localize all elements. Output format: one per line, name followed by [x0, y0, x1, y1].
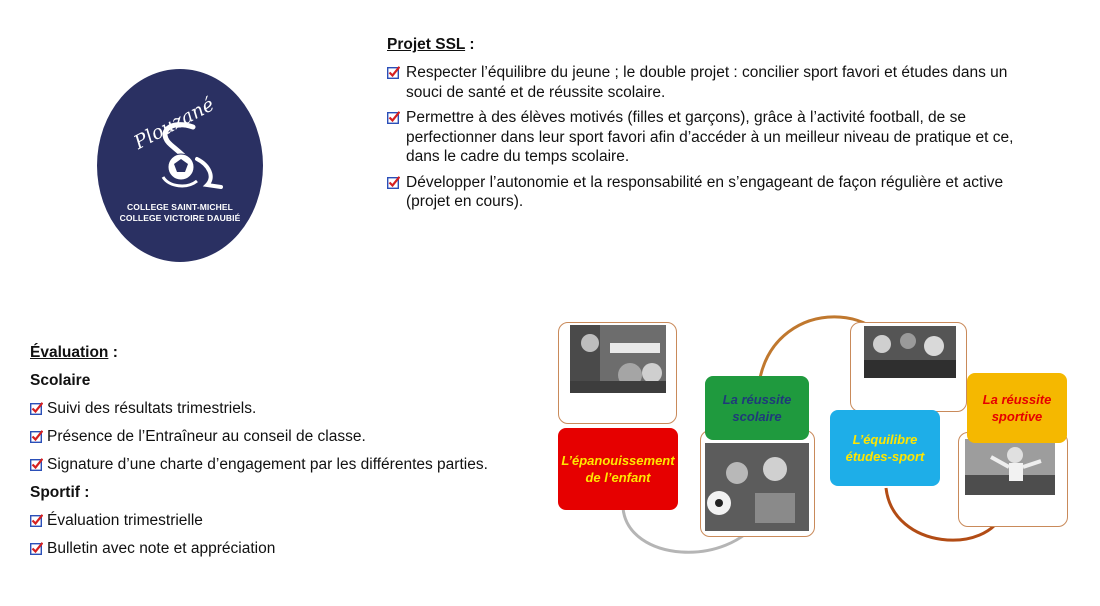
checked-box-icon [30, 430, 43, 443]
projet-bullet-text: Permettre à des élèves motivés (filles e… [406, 109, 1014, 165]
projet-title: Projet SSL : [387, 36, 475, 54]
scolaire-item: Suivi des résultats trimestriels. [30, 395, 570, 423]
students-photo-icon [570, 325, 666, 393]
checked-box-icon [30, 402, 43, 415]
school-logo: Plouzané COLLEGE SAINT-MICHEL COLLEGE VI… [97, 69, 263, 262]
projet-bullet-list: Respecter l’équilibre du jeune ; le doub… [387, 63, 1037, 218]
sportif-item-text: Évaluation trimestrielle [47, 512, 203, 529]
projet-bullet: Développer l’autonomie et la responsabil… [387, 173, 1037, 212]
photo-frame-1 [558, 322, 677, 424]
logo-college-line-1: COLLEGE SAINT-MICHEL [127, 202, 233, 212]
sportif-item: Bulletin avec note et appréciation [30, 535, 570, 563]
logo-college-line-2: COLLEGE VICTOIRE DAUBIÉ [119, 213, 241, 223]
projet-title-text: Projet SSL [387, 36, 466, 53]
success-diagram: L’épanouissement de l’enfant La réussite… [548, 300, 1088, 600]
checked-box-icon [387, 175, 400, 189]
projet-bullet: Permettre à des élèves motivés (filles e… [387, 108, 1037, 167]
box-equilibre: L’équilibre études-sport [830, 410, 940, 486]
scolaire-item: Présence de l’Entraîneur au conseil de c… [30, 423, 570, 451]
projet-bullet-text: Respecter l’équilibre du jeune ; le doub… [406, 64, 1008, 101]
evaluation-title-text: Évaluation [30, 344, 109, 361]
celebrating-player-photo-icon [965, 439, 1055, 495]
projet-title-suffix: : [465, 36, 475, 53]
sportif-item: Évaluation trimestrielle [30, 507, 570, 535]
checked-box-icon [387, 66, 400, 79]
sportif-heading: Sportif : [30, 484, 90, 501]
checked-box-icon [30, 542, 43, 555]
sportif-item-text: Bulletin avec note et appréciation [47, 540, 276, 557]
evaluation-title-suffix: : [108, 344, 118, 361]
checked-box-icon [387, 111, 400, 124]
players-photo-icon [864, 326, 956, 378]
photo-frame-3 [700, 430, 815, 537]
projet-bullet: Respecter l’équilibre du jeune ; le doub… [387, 63, 1037, 102]
scolaire-item-text: Suivi des résultats trimestriels. [47, 400, 257, 417]
photo-frame-4 [958, 432, 1068, 527]
projet-bullet-text: Développer l’autonomie et la responsabil… [406, 173, 1004, 211]
football-students-photo-icon [705, 443, 809, 531]
evaluation-title: Évaluation : [30, 339, 570, 367]
box-epanouissement: L’épanouissement de l’enfant [558, 428, 678, 510]
checked-box-icon [30, 458, 43, 471]
evaluation-section: Évaluation : Scolaire Suivi des résultat… [30, 339, 570, 563]
checked-box-icon [30, 514, 43, 527]
box-reussite-scolaire: La réussite scolaire [705, 376, 809, 440]
scolaire-item: Signature d’une charte d’engagement par … [30, 451, 570, 479]
box-reussite-sportive: La réussite sportive [967, 373, 1067, 443]
logo-emblem-icon: Plouzané [130, 93, 223, 189]
scolaire-item-text: Présence de l’Entraîneur au conseil de c… [47, 428, 366, 445]
scolaire-item-text: Signature d’une charte d’engagement par … [47, 456, 488, 473]
scolaire-heading: Scolaire [30, 372, 91, 389]
photo-frame-2 [850, 322, 967, 412]
